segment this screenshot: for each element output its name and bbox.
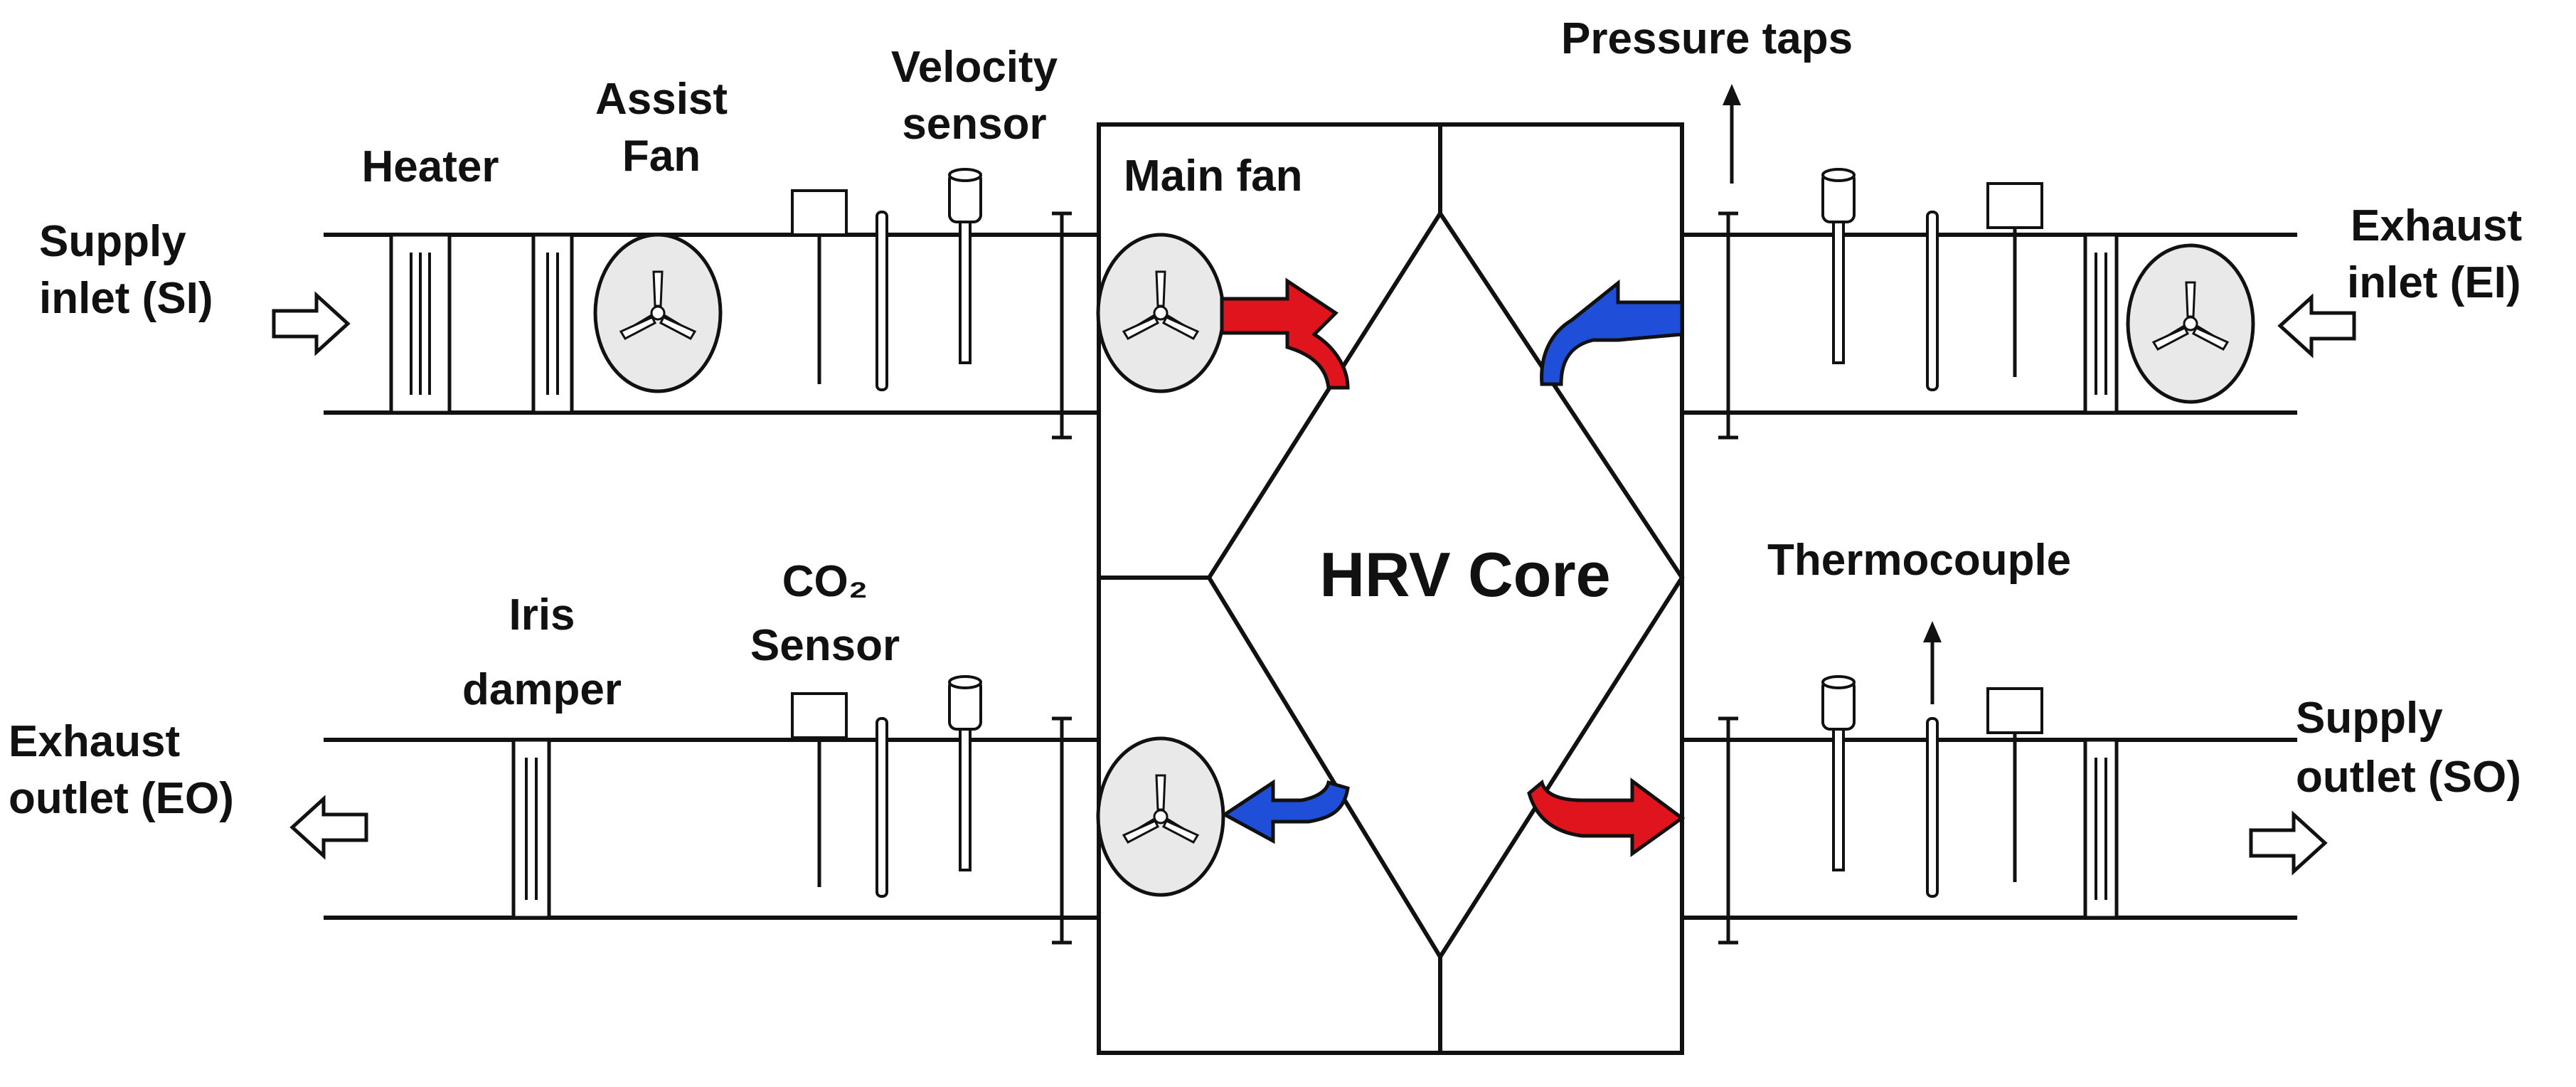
velocity-sensor-label-2: sensor (902, 100, 1046, 149)
supply-inlet-label-1: Supply (39, 217, 186, 266)
supply-inlet-label-2: inlet (SI) (39, 274, 213, 323)
thermocouple-label: Thermocouple (1767, 536, 2071, 585)
co2-sensor-box (792, 694, 846, 887)
exhaust-outlet-label-2: outlet (EO) (9, 774, 234, 823)
main-fan-upper-icon (1098, 235, 1223, 391)
lower-left-duct (324, 738, 1099, 920)
cool-flow-arrow-upper (1540, 279, 1684, 386)
heater-label: Heater (362, 142, 499, 191)
flange-upper-left (1052, 213, 1072, 438)
main-fan-label: Main fan (1124, 152, 1302, 201)
pressure-tap-upper-left (792, 191, 846, 384)
supply-outlet-arrow (2251, 815, 2325, 871)
flange-lower-left (1052, 719, 1072, 943)
assist-fan-damper (531, 233, 574, 415)
co2-sensor-label-2: Sensor (750, 621, 900, 670)
thermocouple-lower-right (1926, 717, 1939, 898)
assist-fan-label-2: Fan (622, 132, 701, 181)
pressure-taps-label: Pressure taps (1561, 14, 1853, 63)
co2-sensor-label-1: CO₂ (782, 557, 868, 606)
velocity-sensor-probe-icon (948, 168, 982, 364)
iris-damper-label-1: Iris (509, 590, 575, 640)
cool-flow-arrow-lower (1221, 779, 1350, 844)
flange-upper-right (1718, 213, 1738, 438)
exhaust-outlet-arrow (292, 799, 366, 856)
hrv-core-diamond (1206, 209, 1685, 961)
thermocouple-upper-left (875, 211, 888, 391)
sensor-probe-lower-left-icon (948, 675, 982, 871)
sensor-probe-lower-right-icon (1821, 675, 1856, 871)
thermocouple-lower-left (875, 717, 888, 898)
iris-damper-label-2: damper (462, 665, 622, 714)
sensor-probe-upper-right-icon (1821, 168, 1856, 364)
exhaust-inlet-fan-icon (2128, 245, 2253, 402)
lower-right-duct (1682, 738, 2297, 920)
pressure-tap-lower-right (1988, 689, 2042, 882)
exhaust-inlet-label-2: inlet (EI) (2347, 258, 2521, 307)
assist-fan-icon (595, 235, 720, 391)
velocity-sensor-label-1: Velocity (891, 43, 1058, 92)
exhaust-inlet-arrow (2280, 297, 2354, 354)
exhaust-outlet-label-1: Exhaust (9, 717, 180, 766)
pressure-tap-upper-right (1988, 184, 2042, 377)
pressure-taps-arrow (1723, 84, 1741, 184)
upper-right-duct (1682, 233, 2297, 415)
supply-outlet-label-1: Supply (2296, 694, 2443, 743)
supply-inlet-arrow (274, 295, 348, 352)
warm-flow-arrow-lower (1527, 778, 1686, 857)
warm-flow-arrow-upper (1220, 277, 1350, 390)
thermocouple-upper-right (1926, 211, 1939, 391)
main-fan-lower-icon (1098, 738, 1223, 895)
supply-outlet-label-2: outlet (SO) (2296, 753, 2521, 802)
flange-lower-right (1718, 719, 1738, 943)
exhaust-inlet-damper (2083, 233, 2119, 415)
assist-fan-label-1: Assist (595, 75, 728, 124)
iris-damper (511, 738, 551, 920)
thermocouple-arrow (1923, 621, 1942, 704)
exhaust-inlet-label-1: Exhaust (2351, 201, 2522, 250)
supply-outlet-damper (2083, 738, 2119, 920)
heater (389, 233, 452, 415)
hrv-core-label: HRV Core (1319, 539, 1610, 610)
